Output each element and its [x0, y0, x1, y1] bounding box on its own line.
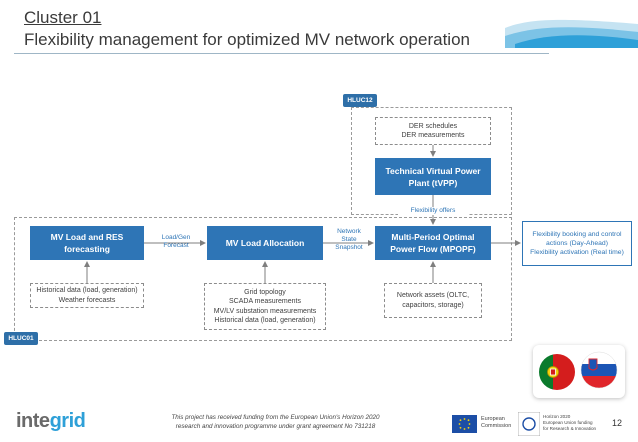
page-number: 12 [612, 418, 623, 428]
output-line-1: Flexibility booking and control [532, 231, 622, 238]
historical-data-box: Historical data (load, generation) Weath… [30, 283, 144, 308]
horizon-2020-logo-icon [518, 412, 540, 436]
slovenia-flag-icon [581, 352, 617, 388]
horizon-2020-label: Horizon 2020 European Union funding for … [543, 414, 597, 431]
title-divider [14, 53, 549, 54]
funding-statement: This project has received funding from t… [148, 413, 403, 431]
flexibility-offers-label: Flexibility offers [398, 207, 468, 215]
country-flags-card [533, 345, 625, 398]
network-state-label: Network State Snapshot [335, 228, 363, 251]
hluc01-tag: HLUC01 [4, 332, 38, 345]
portugal-flag-icon [539, 354, 575, 390]
hluc12-tag: HLUC12 [343, 94, 377, 107]
grid-data-box: Grid topology SCADA measurements MV/LV s… [204, 283, 326, 330]
cluster-title: Cluster 01 [24, 8, 102, 27]
output-box: Flexibility booking and control actions … [522, 221, 632, 266]
integrid-logo: integrid [16, 410, 86, 432]
european-commission-label: European Commission [481, 416, 512, 429]
network-assets-box: Network assets (OLTC, capacitors, storag… [384, 283, 482, 318]
funding-line-1: This project has received funding from t… [171, 414, 380, 421]
tvpp-box: Technical Virtual Power Plant (tVPP) [375, 158, 491, 195]
hluc01-group [14, 217, 512, 341]
mv-load-allocation-box: MV Load Allocation [207, 226, 323, 260]
mv-load-forecasting-box: MV Load and RES forecasting [30, 226, 144, 260]
mpopf-box: Multi-Period Optimal Power Flow (MPOPF) [375, 226, 491, 260]
load-gen-forecast-label: Load/Gen Forecast [161, 234, 191, 249]
flags-graphic [539, 351, 618, 390]
output-line-3: Flexibility activation (Real time) [530, 249, 624, 256]
output-line-2: actions (Day-Ahead) [546, 240, 608, 247]
eu-flag-icon [452, 415, 477, 433]
funding-line-2: research and innovation programme under … [175, 423, 376, 430]
slide-title: Flexibility management for optimized MV … [24, 30, 470, 49]
header-decoration [505, 19, 638, 48]
der-inputs-box: DER schedules DER measurements [375, 117, 491, 145]
